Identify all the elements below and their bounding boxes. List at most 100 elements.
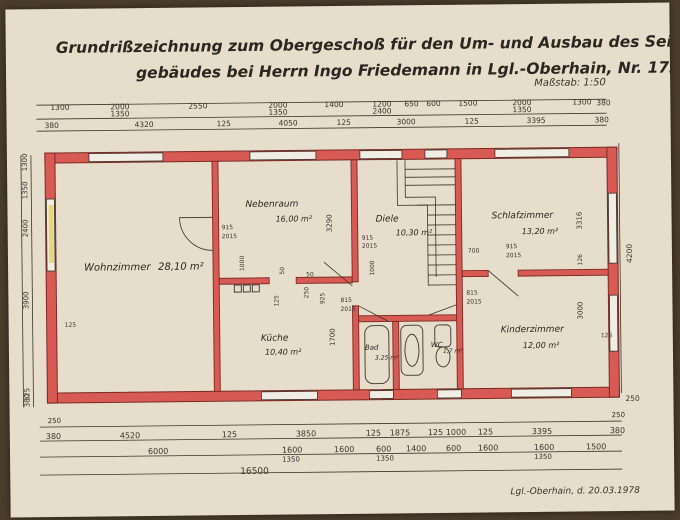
top-dimension-label: 1500 <box>458 99 477 108</box>
right-dimension-label: 380 <box>596 98 611 107</box>
room-area-unit: m² <box>187 261 204 272</box>
interior-dimension-label: 815 <box>340 297 352 304</box>
bathroom-fixtures <box>364 324 452 385</box>
room-area-unit: m² <box>298 214 312 223</box>
bottom-dimension-label: 1500 <box>586 442 606 451</box>
interior-dimension-label: 815 <box>466 290 478 297</box>
floor-plan: Grundrißzeichnung zum Obergeschoß für de… <box>20 32 675 497</box>
room-name: Bad <box>365 344 379 352</box>
room-area: 10,30 m² <box>396 228 433 237</box>
interior-dimension-label: 915 <box>362 235 374 242</box>
right-dimension-lines <box>618 143 622 394</box>
interior-dimension-label: 1000 <box>369 260 376 276</box>
left-dimension-lines <box>20 155 34 408</box>
interior-dimension-label: 2015 <box>466 299 482 306</box>
interior-dimension-label: 2015 <box>506 252 522 259</box>
room-area: 13,20 m² <box>522 227 559 236</box>
top-dimension-label: 3000 <box>397 117 416 126</box>
interior-dimension-label: 125 <box>65 322 77 329</box>
room-area: 10,40 m² <box>265 347 302 356</box>
room-area: 28,10 m² <box>158 261 204 272</box>
chimneys <box>233 284 260 293</box>
top-dimension-label: 125 <box>465 117 480 126</box>
room-name: Küche <box>261 334 289 344</box>
bottom-dimension-label: 125 <box>366 429 381 438</box>
interior-dimension-label: 125 <box>273 295 280 307</box>
room-name: Diele <box>376 214 400 224</box>
interior-dimension-label: 2015 <box>362 243 378 250</box>
top-dimension-label: 2400 <box>372 106 391 115</box>
bottom-dimension-lines <box>39 420 623 476</box>
interior-dimension-label: 3000 <box>576 302 584 320</box>
top-dimension-label: 1400 <box>324 100 343 109</box>
room-area: 3,25 m² <box>375 354 399 361</box>
bottom-dimension-label: 1600 <box>478 443 498 452</box>
room-area-unit: m² <box>388 354 399 361</box>
room-area-unit: m² <box>545 227 559 236</box>
top-dimension-label: 2000 <box>268 101 287 110</box>
left-dimension-label: 1350 <box>21 181 29 199</box>
top-dimension-label: 2000 <box>110 102 129 111</box>
top-dimension-label: 1350 <box>268 108 287 117</box>
left-dimension-label: 125 <box>23 388 31 401</box>
total-width-label: 16500 <box>240 467 269 477</box>
room-name: Schlafzimmer <box>491 211 554 222</box>
interior-dimension-label: 915 <box>222 224 234 231</box>
bottom-dimension-label: 380 <box>46 432 61 441</box>
top-dimension-label: 4320 <box>135 120 154 129</box>
title-line-1: Grundrißzeichnung zum Obergeschoß für de… <box>56 32 675 57</box>
interior-dimension-label: 50 <box>279 267 286 275</box>
interior-dimension-label: 1700 <box>329 328 337 346</box>
top-dimension-label: 125 <box>217 119 232 128</box>
top-dimension-label: 1350 <box>110 109 129 118</box>
interior-dimension-label: 126 <box>577 254 584 266</box>
interior-dimension-label: 915 <box>506 243 518 250</box>
top-dimension-label: 600 <box>426 99 441 108</box>
top-dimension-label: 1300 <box>572 97 591 106</box>
interior-dimension-label: 3290 <box>326 214 334 232</box>
interior-dimension-label: 1000 <box>239 256 246 272</box>
top-dimension-label: 125 <box>337 118 352 127</box>
bottom-dimension-label: 1350 <box>376 454 394 462</box>
interior-dimension-label: 3316 <box>576 211 584 229</box>
left-dimension-label: 3900 <box>22 291 30 309</box>
room-area: 16,00 m² <box>276 214 313 223</box>
interior-dimension-label: 250 <box>303 287 310 299</box>
bottom-dimension-label: 250 <box>48 417 61 425</box>
room-name: Kinderzimmer <box>501 325 565 336</box>
bottom-dimension-label: 125 <box>478 427 493 436</box>
top-dimension-label: 650 <box>404 99 419 108</box>
interior-dimension-label: 50 <box>306 271 314 278</box>
left-dimension-label: 1300 <box>21 153 29 171</box>
room-name: Nebenraum <box>245 199 298 210</box>
bottom-dimension-label: 1600 <box>282 445 302 454</box>
bottom-dimension-label: 1875 <box>390 428 410 437</box>
interior-dimension-label: 925 <box>319 293 326 305</box>
top-dimension-lines <box>36 98 607 132</box>
room-area: 1,7 m² <box>443 348 463 355</box>
bottom-dimension-label: 380 <box>610 426 625 435</box>
bottom-dimension-label: 600 <box>446 444 461 453</box>
room-area-unit: m² <box>452 348 463 355</box>
room-area-unit: m² <box>419 228 433 237</box>
left-dimension-label: 2400 <box>22 219 30 237</box>
top-dimension-label: 1200 <box>372 99 391 108</box>
windows <box>45 148 619 401</box>
bottom-dimension-label: 125 <box>428 428 443 437</box>
interior-dimension-label: 700 <box>468 248 480 255</box>
top-dimension-label: 2000 <box>512 98 531 107</box>
bottom-dimension-label: 600 <box>376 444 391 453</box>
room-area: 12,00 m² <box>523 341 560 350</box>
bottom-dimension-label: 1000 <box>446 428 466 437</box>
scale-label: Maßstab: 1:50 <box>534 77 606 89</box>
top-dimension-label: 4050 <box>279 118 298 127</box>
bottom-dimension-label: 125 <box>222 430 237 439</box>
room-name: Wohnzimmer <box>84 262 151 274</box>
room-area-unit: m² <box>288 347 302 356</box>
title-line-2: gebäudes bei Herrn Ingo Friedemann in Lg… <box>136 58 675 82</box>
bottom-dimension-label: 3850 <box>296 429 316 438</box>
top-dimension-label: 3395 <box>527 116 546 125</box>
interior-dimension-label: 2015 <box>222 233 238 240</box>
bottom-dimension-label: 1600 <box>534 443 554 452</box>
interior-walls <box>211 158 609 392</box>
